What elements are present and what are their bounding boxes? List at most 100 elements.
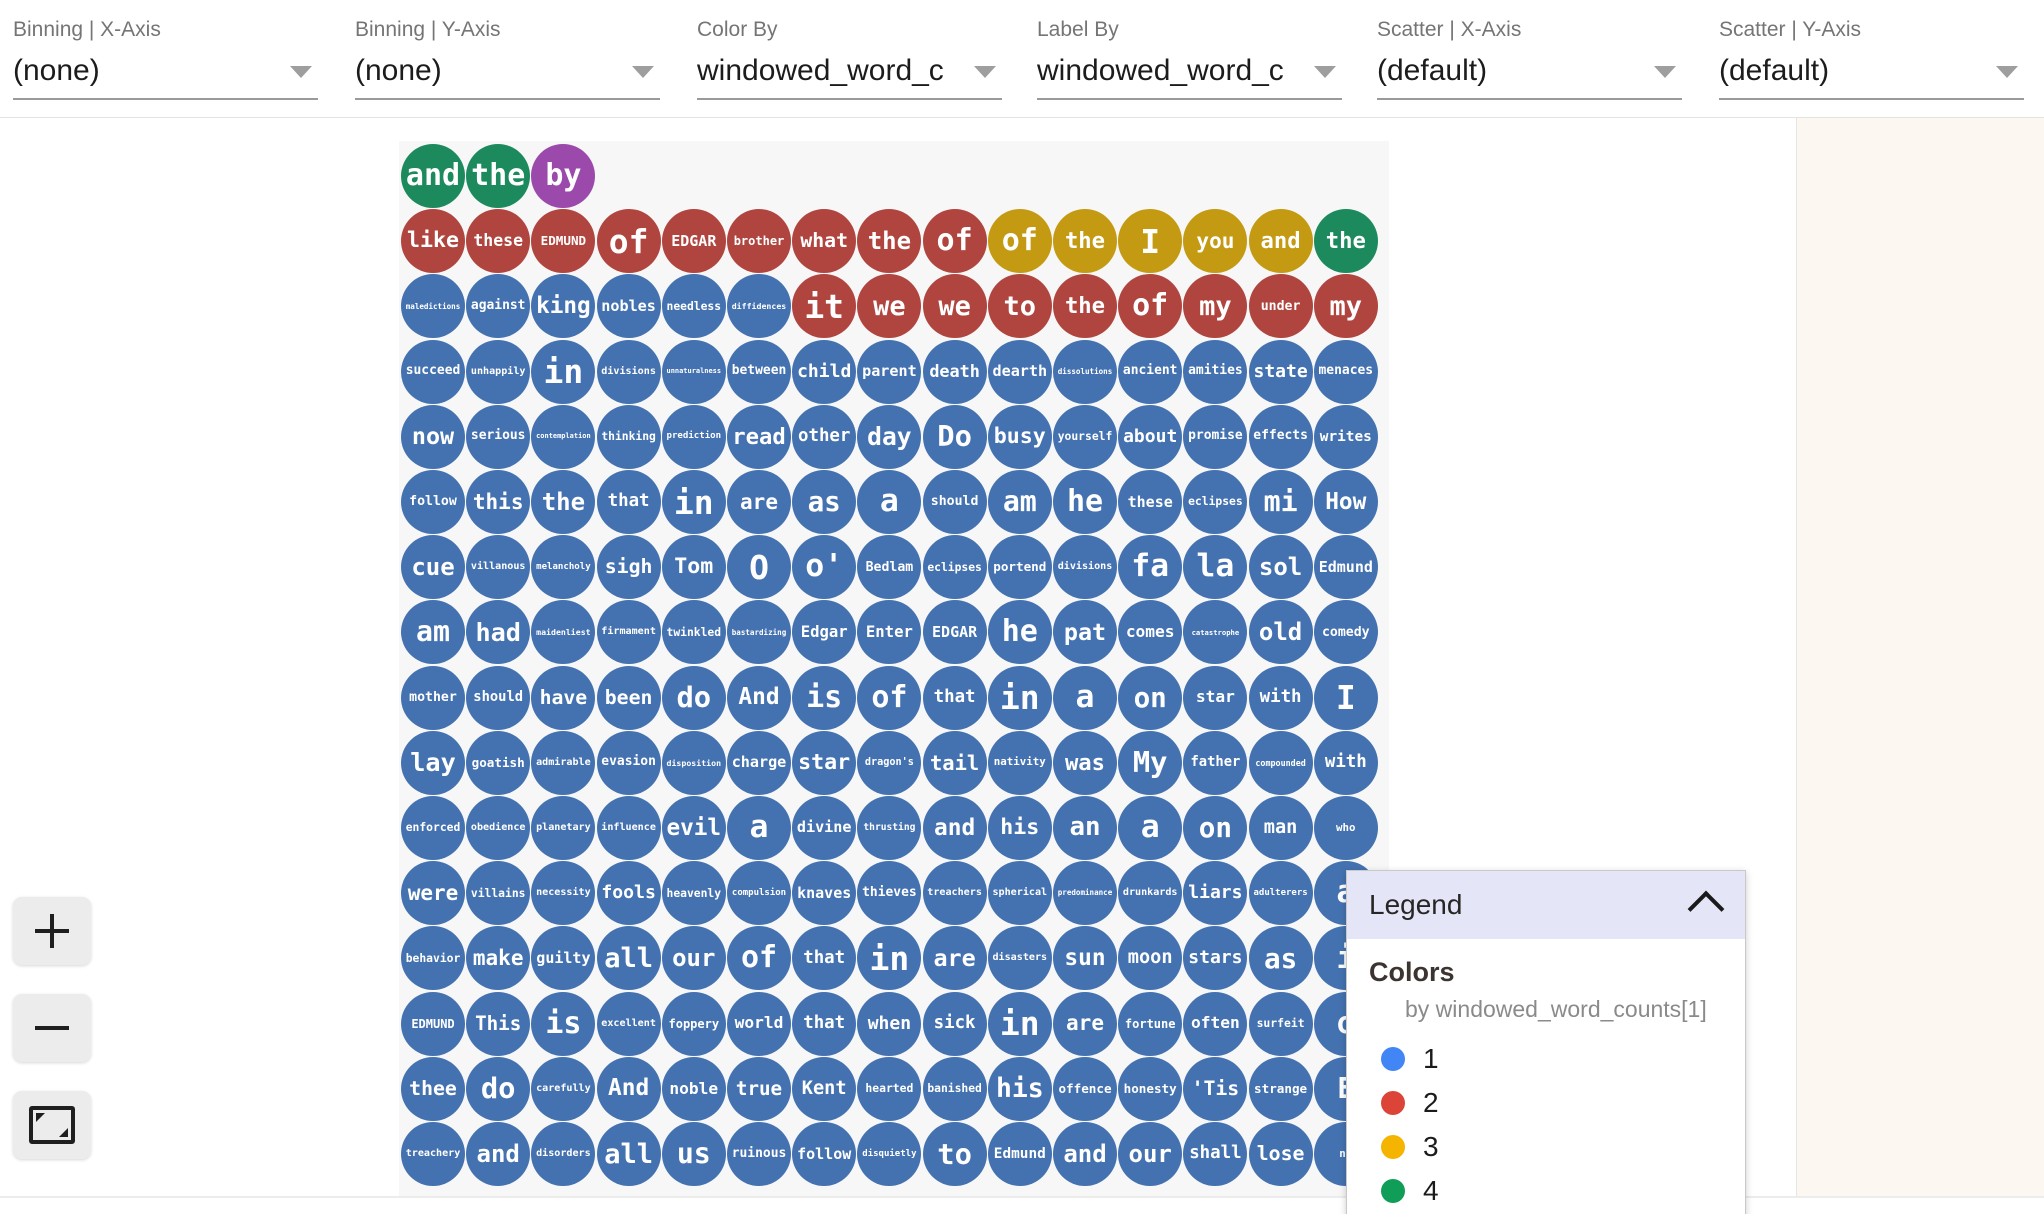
bubble-point[interactable]: as: [792, 470, 857, 534]
bubble-point[interactable]: his: [987, 1056, 1052, 1121]
bubble-point[interactable]: make: [466, 926, 531, 991]
bubble-point[interactable]: the: [1053, 274, 1117, 339]
bubble-point[interactable]: mi: [1248, 470, 1313, 534]
bubble-point[interactable]: comes: [1118, 600, 1183, 665]
bubble-point[interactable]: stars: [1183, 926, 1248, 991]
bubble-point[interactable]: needless: [661, 274, 726, 339]
bubble-point[interactable]: day: [857, 404, 922, 469]
bubble-point[interactable]: we: [857, 274, 922, 339]
bubble-point[interactable]: contemplation: [531, 404, 596, 469]
bubble-point[interactable]: and: [1053, 1122, 1117, 1186]
bubble-point[interactable]: excellent: [596, 991, 661, 1056]
bubble-point[interactable]: death: [922, 339, 987, 404]
bubble-point[interactable]: Bedlam: [857, 535, 922, 600]
bubble-point[interactable]: EDMUND: [401, 991, 465, 1056]
bubble-point[interactable]: strange: [1248, 1056, 1313, 1121]
bubble-point[interactable]: by: [531, 144, 596, 208]
bubble-point[interactable]: treachery: [401, 1122, 465, 1186]
chevron-up-icon[interactable]: [1687, 890, 1725, 927]
bubble-point[interactable]: evil: [661, 796, 726, 860]
bubble-point[interactable]: lose: [1248, 1122, 1313, 1186]
bubble-point[interactable]: evasion: [596, 730, 661, 795]
bubble-point[interactable]: effects: [1248, 404, 1313, 469]
bubble-point[interactable]: maledictions: [401, 274, 465, 339]
bubble-point[interactable]: were: [401, 861, 465, 926]
bubble-point[interactable]: Edgar: [792, 600, 857, 665]
fit-to-screen-button[interactable]: [13, 1091, 91, 1159]
bubble-point[interactable]: is: [531, 991, 596, 1056]
bubble-point[interactable]: and: [1248, 209, 1313, 274]
bubble-point[interactable]: you: [1183, 209, 1248, 274]
bubble-point[interactable]: in: [531, 339, 596, 404]
bubble-point[interactable]: lay: [401, 730, 465, 795]
binning-y-axis-select[interactable]: (none): [355, 50, 660, 100]
bubble-point[interactable]: thinking: [596, 404, 661, 469]
bubble-point[interactable]: villanous: [466, 535, 531, 600]
bubble-point[interactable]: influence: [596, 796, 661, 860]
chevron-down-icon[interactable]: [1314, 66, 1336, 78]
bubble-point[interactable]: in: [857, 926, 922, 991]
bubble-point[interactable]: spherical: [987, 861, 1052, 926]
bubble-point[interactable]: our: [1118, 1122, 1183, 1186]
bubble-point[interactable]: my: [1313, 274, 1378, 339]
bubble-point[interactable]: of: [1118, 274, 1183, 339]
bubble-point[interactable]: sigh: [596, 535, 661, 600]
bubble-point[interactable]: moon: [1118, 926, 1183, 991]
bubble-point[interactable]: disorders: [531, 1122, 596, 1186]
bubble-point[interactable]: do: [661, 665, 726, 730]
bubble-point[interactable]: fools: [596, 861, 661, 926]
zoom-in-button[interactable]: [13, 897, 91, 965]
bubble-point[interactable]: the: [1313, 209, 1378, 274]
bubble-point[interactable]: to: [987, 274, 1052, 339]
bubble-point[interactable]: often: [1183, 991, 1248, 1056]
chevron-down-icon[interactable]: [974, 66, 996, 78]
bubble-point[interactable]: divisions: [596, 339, 661, 404]
bubble-point[interactable]: and: [922, 796, 987, 860]
bubble-point[interactable]: all: [596, 926, 661, 991]
bubble-point[interactable]: are: [727, 470, 791, 534]
bubble-point[interactable]: sol: [1248, 535, 1313, 600]
legend-header[interactable]: Legend: [1347, 871, 1745, 939]
bubble-point[interactable]: us: [661, 1122, 726, 1186]
bubble-point[interactable]: nativity: [987, 730, 1052, 795]
bubble-point[interactable]: enforced: [401, 796, 465, 860]
chevron-down-icon[interactable]: [1654, 66, 1676, 78]
bubble-point[interactable]: comedy: [1313, 600, 1378, 665]
bubble-point[interactable]: predominance: [1053, 861, 1117, 926]
bubble-point[interactable]: compulsion: [727, 861, 791, 926]
bubble-point[interactable]: these: [1118, 470, 1183, 534]
bubble-point[interactable]: of: [987, 209, 1052, 274]
bubble-point[interactable]: goatish: [466, 730, 531, 795]
bubble-point[interactable]: father: [1183, 730, 1248, 795]
bubble-point[interactable]: he: [987, 600, 1052, 665]
bubble-point[interactable]: fa: [1118, 535, 1183, 600]
bubble-point[interactable]: bastardizing: [727, 600, 791, 665]
bubble-point[interactable]: offence: [1053, 1056, 1117, 1121]
bubble-point[interactable]: guilty: [531, 926, 596, 991]
bubble-point[interactable]: Tom: [661, 535, 726, 600]
bubble-point[interactable]: a: [1118, 796, 1183, 860]
bubble-point[interactable]: child: [792, 339, 857, 404]
bubble-point[interactable]: of: [922, 209, 987, 274]
bubble-point[interactable]: maidenliest: [531, 600, 596, 665]
bubble-point[interactable]: ancient: [1118, 339, 1183, 404]
scatter-y-axis-select[interactable]: (default): [1719, 50, 2024, 100]
bubble-point[interactable]: 'Tis: [1183, 1056, 1248, 1121]
bubble-point[interactable]: that: [596, 470, 661, 534]
bubble-point[interactable]: and: [466, 1122, 531, 1186]
bubble-point[interactable]: what: [792, 209, 857, 274]
bubble-point[interactable]: eclipses: [922, 535, 987, 600]
bubble-point[interactable]: should: [922, 470, 987, 534]
bubble-point[interactable]: with: [1313, 730, 1378, 795]
bubble-point[interactable]: catastrophe: [1183, 600, 1248, 665]
bubble-point[interactable]: as: [1248, 926, 1313, 991]
bubble-point[interactable]: on: [1183, 796, 1248, 860]
bubble-point[interactable]: EDGAR: [661, 209, 726, 274]
scatter-x-axis-select[interactable]: (default): [1377, 50, 1682, 100]
bubble-point[interactable]: under: [1248, 274, 1313, 339]
bubble-point[interactable]: about: [1118, 404, 1183, 469]
bubble-point[interactable]: true: [727, 1056, 791, 1121]
bubble-point[interactable]: when: [857, 991, 922, 1056]
label-by-select[interactable]: windowed_word_c: [1037, 50, 1342, 100]
bubble-point[interactable]: the: [857, 209, 922, 274]
